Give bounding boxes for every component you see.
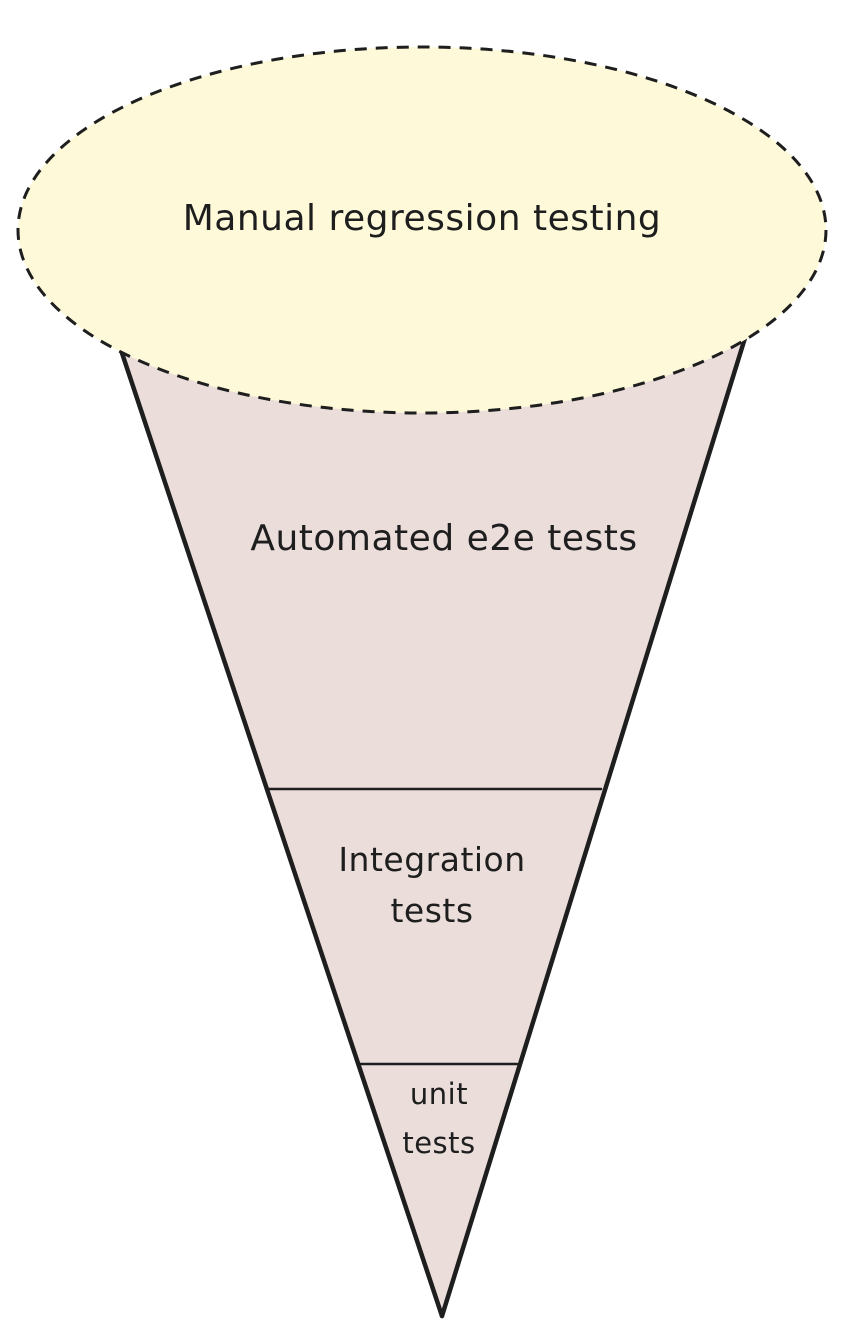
manual-regression-ellipse	[16, 45, 828, 415]
cone-left-edge	[114, 335, 445, 1319]
manual-regression-label: Manual regression testing	[183, 198, 662, 239]
unit-tests-label-line1: unit	[410, 1077, 468, 1111]
unit-tests-label-line2: tests	[402, 1126, 475, 1160]
integration-tests-label-line2: tests	[390, 891, 473, 930]
cone-body	[116, 340, 745, 1316]
cone-right-edge	[439, 335, 748, 1319]
e2e-tests-label: Automated e2e tests	[250, 518, 637, 559]
integration-tests-label-line1: Integration	[338, 840, 525, 879]
